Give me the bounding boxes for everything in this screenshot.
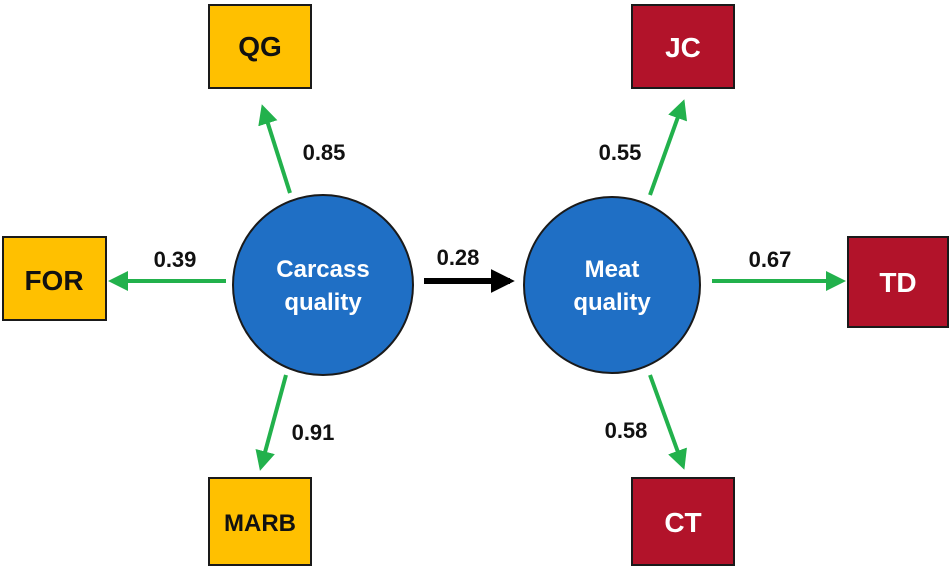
- coefficient-ct: 0.58: [605, 418, 648, 443]
- latent-meat-quality: [523, 196, 701, 374]
- loading-arrow-ct: [648, 374, 687, 470]
- latent-carcass-label-line1: Carcass: [276, 256, 369, 283]
- coefficient-for: 0.39: [154, 247, 197, 272]
- coefficient-qg: 0.85: [303, 140, 346, 165]
- indicator-label-for: FOR: [24, 265, 83, 296]
- indicator-box-marb: [208, 477, 312, 566]
- indicator-box-qg: [208, 4, 312, 89]
- indicator-label-td: TD: [879, 267, 916, 298]
- indicator-box-td: [847, 236, 949, 328]
- indicator-box-jc: [631, 4, 735, 89]
- latent-meat-label-line2: quality: [573, 289, 651, 316]
- loading-arrow-jc: [648, 99, 688, 196]
- latent-carcass-label-line2: quality: [284, 289, 362, 316]
- coefficient-marb: 0.91: [292, 420, 335, 445]
- coefficient-structural: 0.28: [437, 245, 480, 270]
- indicator-box-for: [2, 236, 107, 321]
- loading-arrow-marb: [255, 374, 288, 471]
- loading-arrow-qg: [258, 104, 292, 194]
- latent-meat-label-line1: Meat: [585, 256, 640, 283]
- indicator-box-ct: [631, 477, 735, 566]
- latent-carcass-quality: [232, 194, 414, 376]
- coefficient-jc: 0.55: [599, 140, 642, 165]
- coefficient-td: 0.67: [749, 247, 792, 272]
- indicator-label-jc: JC: [665, 32, 701, 63]
- indicator-label-qg: QG: [238, 31, 282, 62]
- indicator-label-ct: CT: [664, 507, 701, 538]
- indicator-label-marb: MARB: [224, 510, 296, 537]
